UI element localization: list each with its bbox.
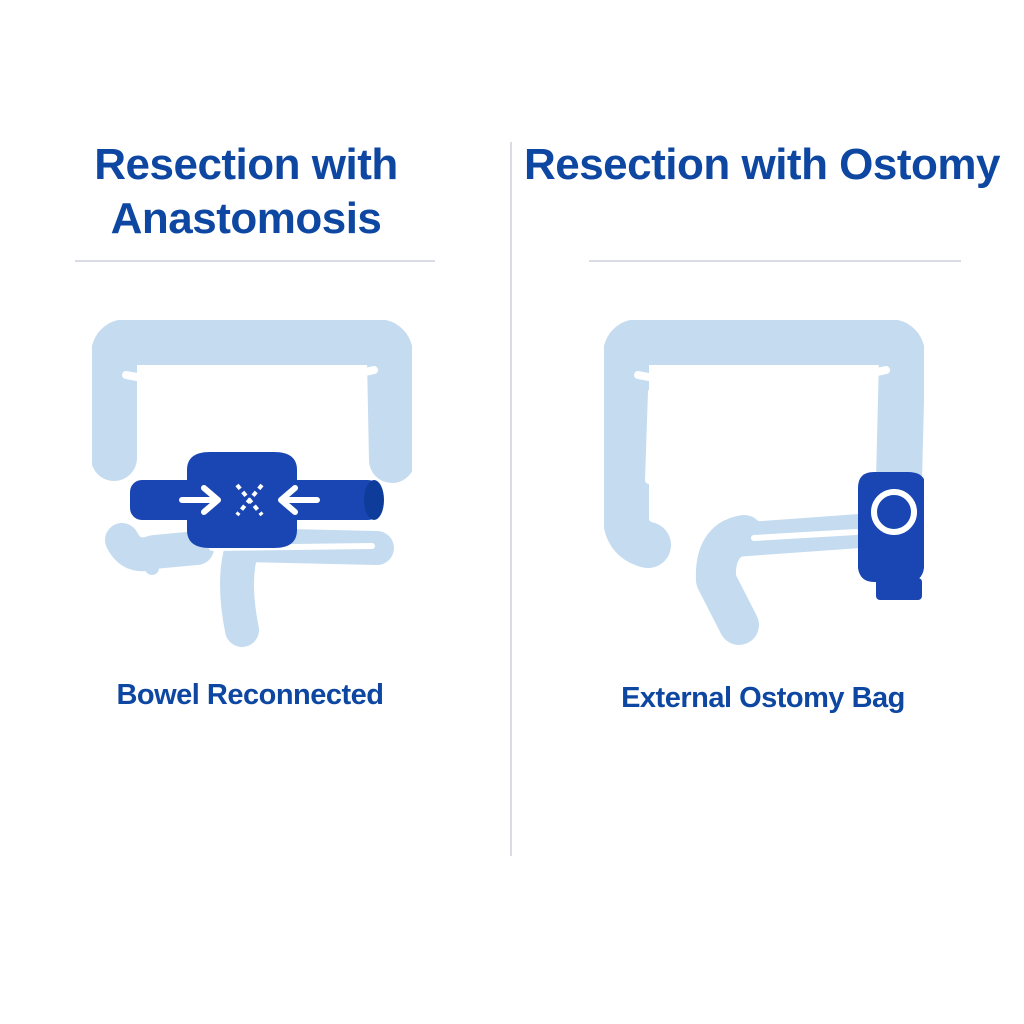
anastomosis-title: Resection with Anastomosis [94, 140, 398, 243]
anastomosis-title-divider [75, 260, 435, 262]
ostomy-panel: Resection with Ostomy External Ostomy Ba… [512, 0, 1024, 1024]
ostomy-bag [858, 472, 924, 600]
anastomosis-junction [130, 452, 384, 548]
ostomy-title: Resection with Ostomy [523, 140, 1001, 189]
colon-anastomosis-icon [92, 320, 412, 647]
ostomy-caption: External Ostomy Bag [621, 682, 905, 714]
colon-outline [604, 320, 924, 645]
ostomy-title-divider [589, 260, 961, 262]
panel-divider [510, 142, 512, 856]
anastomosis-panel: Resection with Anastomosis Bowel Reconne… [75, 140, 435, 711]
colon-ostomy-bag-icon [604, 320, 924, 645]
anastomosis-caption: Bowel Reconnected [116, 679, 384, 711]
